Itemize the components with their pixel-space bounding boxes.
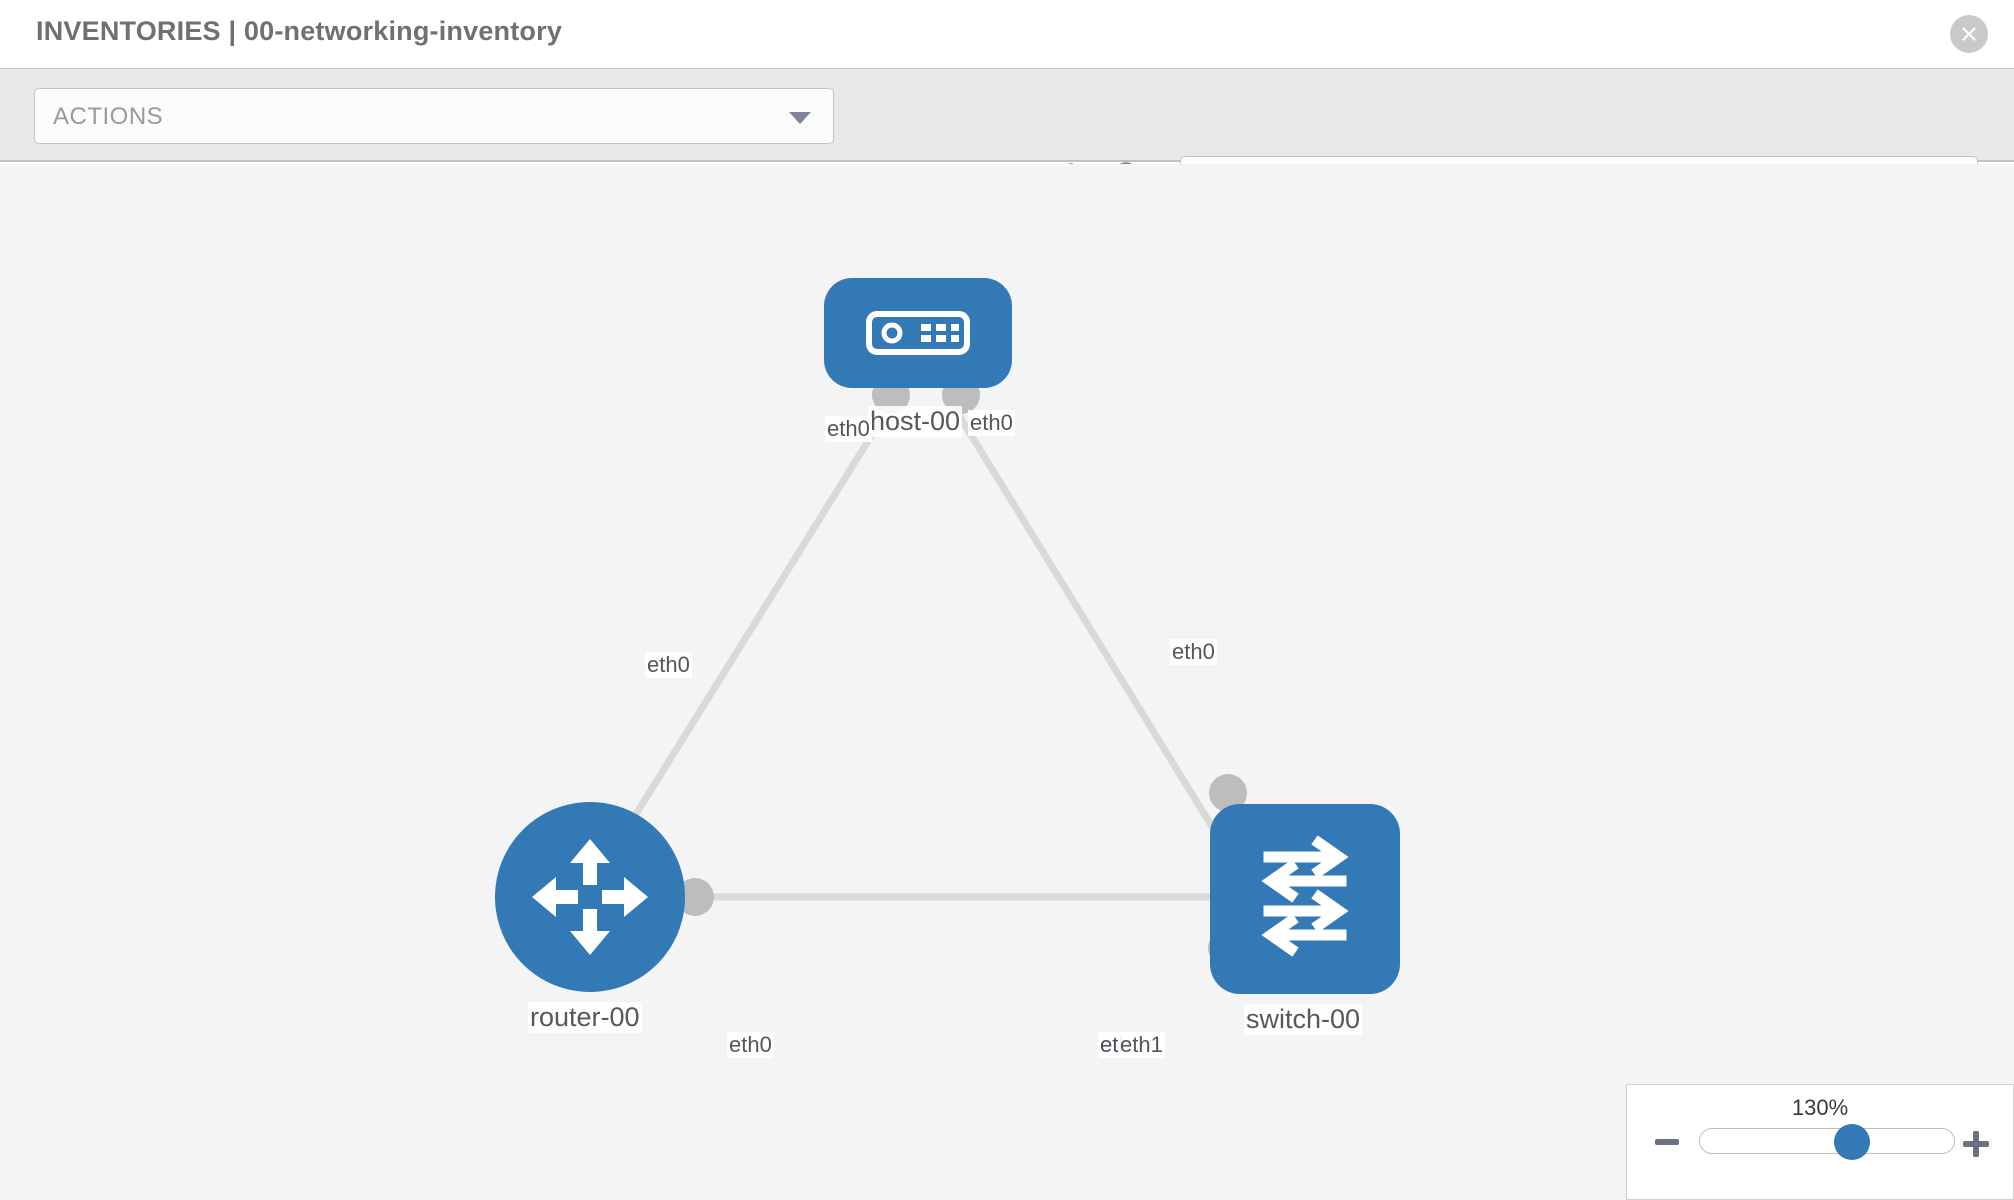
edge-label-host-router-near: eth0: [825, 416, 872, 442]
toolbar: ACTIONS SEARCH: [0, 68, 2014, 212]
node-host-00[interactable]: host-00: [824, 278, 1012, 437]
actions-dropdown-label: ACTIONS: [53, 103, 164, 130]
node-switch-00-label: switch-00: [1244, 1004, 1363, 1035]
zoom-percent-label: 130%: [1791, 1095, 1849, 1120]
server-appliance-icon: [866, 311, 970, 355]
zoom-out-button[interactable]: [1653, 1129, 1681, 1154]
node-router-00-label: router-00: [528, 1002, 642, 1033]
node-host-00-label: host-00: [868, 406, 963, 437]
edge-label-host-router-far: eth0: [645, 652, 692, 678]
link-host-switch[interactable]: [952, 407, 1238, 866]
page-header: INVENTORIES | 00-networking-inventory: [0, 0, 2014, 68]
edge-label-router-switch-near: eth0: [727, 1032, 774, 1058]
link-host-router[interactable]: [602, 407, 891, 866]
minus-icon: [1655, 1139, 1679, 1145]
edge-label-host-switch-far: eth0: [1170, 639, 1217, 665]
page-title: INVENTORIES | 00-networking-inventory: [36, 16, 563, 46]
node-router-00-shape[interactable]: [495, 802, 685, 992]
node-router-00[interactable]: router-00: [495, 802, 685, 1033]
node-host-00-shape[interactable]: [824, 278, 1012, 388]
topology-canvas[interactable]: host-00 router-00: [0, 164, 2014, 1200]
node-switch-00-shape[interactable]: [1210, 804, 1400, 994]
plus-icon: [1963, 1131, 1989, 1157]
switch-arrows-icon: [1261, 835, 1349, 957]
topology-graph: host-00 router-00: [0, 164, 2014, 1200]
edge-label-host-switch-near: eth0: [968, 410, 1015, 436]
zoom-slider-track[interactable]: [1699, 1124, 1955, 1160]
zoom-in-button[interactable]: [1961, 1129, 1991, 1159]
topology-links: [602, 407, 1238, 901]
close-icon: [1962, 27, 1976, 41]
zoom-slider-thumb[interactable]: [1834, 1124, 1871, 1160]
zoom-control-panel: 130%: [1626, 1084, 2014, 1200]
actions-dropdown[interactable]: ACTIONS: [34, 88, 834, 144]
chevron-down-icon: [789, 112, 811, 124]
close-button[interactable]: [1950, 15, 1988, 53]
edge-label-router-switch-far: eth1: [1118, 1032, 1165, 1058]
node-switch-00[interactable]: switch-00: [1210, 804, 1400, 1035]
four-arrows-icon: [532, 839, 648, 955]
